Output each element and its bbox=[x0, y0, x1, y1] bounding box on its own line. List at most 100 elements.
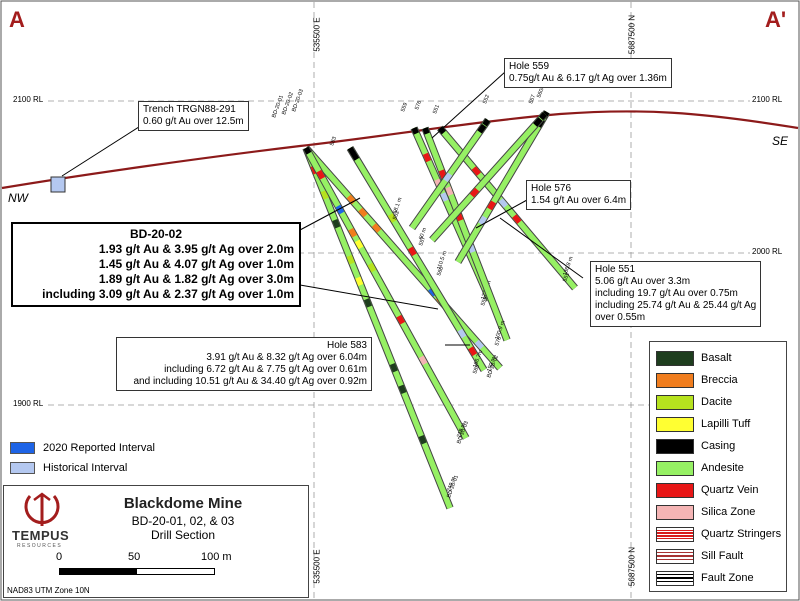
callout-hole583-line: and including 10.51 g/t Au & 34.40 g/t A… bbox=[133, 376, 367, 387]
callout-bd2002-line: 1.45 g/t Au & 4.07 g/t Ag over 1.0m bbox=[98, 257, 294, 271]
casing-interval bbox=[303, 146, 312, 155]
callout-hole551-line: over 0.55m bbox=[595, 312, 646, 323]
drill-hole-label: 559 bbox=[400, 102, 409, 113]
callout-hole559-line: 0.75g/t Au & 6.17 g/t Ag over 1.36m bbox=[509, 73, 667, 84]
drill-hole-end-label: 551 bbox=[562, 272, 571, 283]
callout-trench-title: Trench TRGN88-291 bbox=[143, 104, 236, 115]
map-subtitle: BD-20-01, 02, & 03 bbox=[131, 514, 235, 528]
legend-label: Basalt bbox=[701, 352, 732, 364]
callout-hole576-title: Hole 576 bbox=[531, 183, 572, 194]
section-corner-a-prime: A' bbox=[765, 7, 787, 32]
legend-swatch bbox=[656, 416, 694, 432]
company-name: TEMPUS bbox=[12, 528, 70, 543]
callout-bd2002-line: including 3.09 g/t Au & 2.37 g/t Ag over… bbox=[42, 287, 294, 301]
elevation-label-2000: 2000 RL bbox=[752, 247, 783, 256]
lithology-interval bbox=[457, 328, 467, 339]
legend-swatch bbox=[656, 504, 694, 520]
lithology-interval bbox=[387, 213, 397, 223]
callout-hole551-title: Hole 551 bbox=[595, 264, 636, 275]
callout-bd2002-line: 1.89 g/t Au & 1.82 g/t Ag over 3.0m bbox=[98, 272, 294, 286]
callout-bd2002-line: 1.93 g/t Au & 3.95 g/t Ag over 2.0m bbox=[98, 242, 294, 256]
legend-item: Fault Zone bbox=[656, 569, 754, 587]
scale-label-0: 0 bbox=[56, 551, 63, 563]
callout-hole551-line: including 25.74 g/t Au & 25.44 g/t Ag bbox=[595, 300, 757, 311]
legend-item: Basalt bbox=[656, 349, 732, 367]
drill-hole-end-label: 58.1 m bbox=[392, 196, 404, 214]
drill-hole-trace bbox=[429, 112, 548, 242]
map-title: Blackdome Mine bbox=[123, 495, 243, 512]
drill-hole-end-label: 249 m bbox=[446, 476, 457, 493]
lithology-interval bbox=[407, 246, 417, 257]
legend-label: Sill Fault bbox=[701, 550, 744, 562]
interval-swatch-historical bbox=[10, 462, 35, 474]
lithology-interval bbox=[512, 214, 522, 224]
legend-item: Breccia bbox=[656, 371, 738, 389]
legend-label: Dacite bbox=[701, 396, 733, 408]
drill-hole-trace bbox=[303, 146, 469, 440]
drill-hole-label: 557 bbox=[528, 94, 537, 105]
northing-label-bottom: 5687500 N bbox=[627, 546, 637, 587]
drill-hole-end-label: 557 bbox=[418, 236, 427, 247]
scale-bar bbox=[59, 568, 215, 575]
lithology-interval bbox=[346, 254, 355, 265]
lithology-interval bbox=[445, 186, 454, 196]
legend-swatch bbox=[656, 482, 694, 498]
casing-interval bbox=[538, 112, 548, 121]
lithology-interval bbox=[469, 187, 480, 198]
lithology-interval bbox=[471, 166, 482, 176]
drill-hole-label: 552 bbox=[482, 94, 491, 105]
lithology-interval bbox=[477, 123, 487, 134]
drill-hole-end-label: 190 m bbox=[486, 356, 497, 373]
lithology-interval bbox=[418, 434, 427, 445]
lithology-interval bbox=[358, 207, 368, 218]
legend-label: Andesite bbox=[701, 462, 744, 474]
elevation-label-2100-right: 2100 RL bbox=[752, 95, 783, 104]
legend-label: Quartz Stringers bbox=[701, 528, 782, 540]
drill-hole-trace bbox=[422, 127, 510, 341]
easting-label-bottom: 535500 E bbox=[312, 549, 322, 584]
title-block: TEMPUS RESOURCES Blackdome Mine BD-20-01… bbox=[3, 485, 309, 598]
legend-item: Silica Zone bbox=[656, 503, 755, 521]
legend-label: Silica Zone bbox=[701, 506, 756, 518]
legend-item: Casing bbox=[656, 437, 735, 455]
interval-label-reported: 2020 Reported Interval bbox=[43, 442, 155, 454]
lithology-interval bbox=[533, 117, 543, 127]
leader-hole576 bbox=[475, 199, 528, 229]
scale-label-100: 100 m bbox=[201, 551, 232, 563]
drill-hole-end-label: 583 bbox=[472, 364, 481, 375]
drill-hole-trace bbox=[455, 110, 550, 264]
legend-swatch bbox=[656, 526, 694, 542]
callout-hole551: Hole 551 5.06 g/t Au over 3.3m including… bbox=[590, 261, 762, 327]
callout-trench: Trench TRGN88-291 0.60 g/t Au over 12.5m bbox=[138, 101, 249, 131]
easting-label-top: 535500 E bbox=[312, 17, 322, 52]
legend-label: Breccia bbox=[701, 374, 738, 386]
interval-legend-historical: Historical Interval bbox=[10, 462, 127, 474]
legend-label: Fault Zone bbox=[701, 572, 754, 584]
lithology-interval bbox=[487, 200, 496, 211]
drill-hole-label: 583 bbox=[329, 136, 338, 147]
leader-bd2002-a bbox=[299, 197, 361, 231]
interval-swatch-reported bbox=[10, 442, 35, 454]
callout-hole583-line: including 6.72 g/t Au & 7.75 g/t Ag over… bbox=[164, 364, 367, 375]
drill-hole-end-label: 559 bbox=[480, 296, 489, 307]
section-corner-a: A bbox=[9, 7, 25, 32]
lithology-interval bbox=[316, 169, 326, 180]
lithology-interval bbox=[498, 198, 509, 208]
lithology-interval bbox=[354, 239, 364, 250]
casing-interval bbox=[411, 126, 419, 135]
lithology-interval bbox=[332, 218, 341, 229]
legend-swatch bbox=[656, 570, 694, 586]
projection-label: NAD83 UTM Zone 10N bbox=[7, 586, 90, 595]
interval-label-historical: Historical Interval bbox=[43, 462, 128, 474]
callout-hole551-line: including 19.7 g/t Au over 0.75m bbox=[595, 288, 738, 299]
legend-item: Andesite bbox=[656, 459, 744, 477]
drill-hole-label: 576 bbox=[414, 100, 423, 111]
